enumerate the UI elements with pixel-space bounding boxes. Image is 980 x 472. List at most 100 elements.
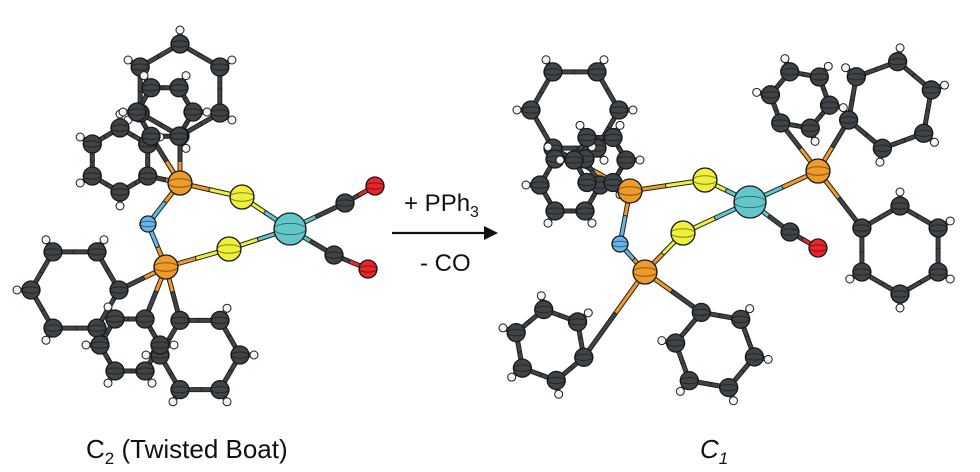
atom-ellipsoid-line bbox=[744, 353, 764, 361]
atom-ellipsoid-line bbox=[512, 364, 532, 372]
phosphorus-atom bbox=[632, 259, 658, 285]
carbon-atom bbox=[230, 345, 250, 365]
atom-ellipsoid-line bbox=[616, 156, 636, 164]
hydrogen-atom bbox=[181, 71, 191, 81]
carbon-atom bbox=[90, 335, 110, 355]
hydrogen-atom bbox=[752, 87, 762, 97]
carbon-atom bbox=[852, 218, 872, 238]
hydrogen-atom bbox=[780, 54, 790, 64]
hydrogen-atom bbox=[895, 187, 905, 197]
hydrogen-atom bbox=[838, 103, 848, 113]
hydrogen-atom bbox=[841, 63, 851, 73]
atom-ellipsoid-line bbox=[105, 367, 125, 375]
carbon-atom bbox=[839, 110, 859, 130]
hydrogen-atom bbox=[498, 323, 508, 333]
atom-ellipsoid-line bbox=[90, 341, 110, 349]
hydrogen-atom bbox=[12, 285, 22, 295]
hydrogen-atom bbox=[123, 55, 133, 65]
hydrogen-atom bbox=[940, 80, 950, 90]
atom-ellipsoid-line bbox=[577, 178, 597, 187]
atom-ellipsoid-line bbox=[805, 166, 831, 176]
atom-ellipsoid-line bbox=[617, 186, 643, 196]
atom-ellipsoid-line bbox=[210, 316, 230, 325]
carbon-atom bbox=[819, 95, 840, 115]
atom-ellipsoid-line bbox=[760, 91, 780, 99]
atom-ellipsoid-line bbox=[139, 220, 157, 228]
carbon-atom bbox=[135, 361, 155, 381]
hydrogen-atom bbox=[103, 378, 113, 388]
atom-ellipsoid-line bbox=[530, 181, 550, 189]
hydrogen-atom bbox=[583, 308, 593, 318]
atom-ellipsoid-line bbox=[127, 108, 147, 116]
hydrogen-atom bbox=[895, 43, 905, 53]
hydrogen-atom bbox=[103, 302, 113, 312]
hydrogen-atom bbox=[249, 350, 259, 360]
hydrogen-atom bbox=[635, 155, 645, 165]
hydrogen-atom bbox=[945, 274, 955, 284]
metal-atom bbox=[733, 185, 767, 219]
carbon-atom bbox=[150, 335, 170, 355]
atom-ellipsoid-line bbox=[890, 290, 910, 298]
atom-ellipsoid-line bbox=[82, 172, 102, 180]
carbon-atom bbox=[43, 242, 63, 262]
atom-ellipsoid-line bbox=[43, 248, 63, 256]
oxygen-atom bbox=[358, 259, 378, 279]
reagent-subscript: 3 bbox=[470, 203, 479, 221]
hydrogen-atom bbox=[181, 143, 191, 153]
atom-ellipsoid-line bbox=[216, 244, 242, 254]
carbon-atom bbox=[170, 310, 190, 331]
atom-ellipsoid-line bbox=[852, 268, 872, 276]
carbon-atom bbox=[846, 67, 866, 87]
atom-ellipsoid-line bbox=[110, 188, 130, 196]
phosphorus-atom bbox=[805, 158, 831, 184]
atom-ellipsoid-line bbox=[780, 68, 800, 76]
atom-ellipsoid-line bbox=[603, 133, 623, 142]
carbon-atom bbox=[138, 166, 158, 186]
atom-ellipsoid-line bbox=[574, 353, 594, 361]
atom-ellipsoid-line bbox=[670, 228, 696, 238]
phosphorus-atom bbox=[153, 254, 179, 280]
atom-layer bbox=[12, 25, 955, 407]
hydrogen-atom bbox=[512, 105, 522, 115]
carbon-atom bbox=[127, 102, 147, 122]
carbon-atom bbox=[512, 358, 533, 378]
carbon-atom bbox=[577, 127, 597, 148]
reaction-arrow bbox=[392, 226, 498, 240]
nitrogen-atom bbox=[611, 235, 629, 253]
atom-ellipsoid-line bbox=[43, 324, 63, 332]
atom-ellipsoid-line bbox=[210, 385, 230, 394]
carbon-atom bbox=[110, 182, 130, 202]
carbon-atom bbox=[183, 102, 203, 122]
atom-ellipsoid-line bbox=[109, 286, 129, 294]
hydrogen-atom bbox=[115, 201, 125, 211]
atom-ellipsoid-line bbox=[914, 129, 934, 137]
carbon-atom bbox=[110, 118, 130, 138]
carbon-atom bbox=[679, 370, 699, 391]
carbon-atom bbox=[521, 100, 541, 120]
carbon-atom bbox=[928, 262, 948, 282]
hydrogen-atom bbox=[895, 303, 905, 313]
carbon-atom bbox=[665, 333, 686, 353]
hydrogen-atom bbox=[139, 71, 149, 81]
hydrogen-atom bbox=[728, 396, 738, 406]
atom-ellipsoid-line bbox=[82, 140, 102, 148]
atom-ellipsoid-line bbox=[534, 305, 554, 314]
atom-ellipsoid-line bbox=[273, 222, 307, 236]
hydrogen-atom bbox=[41, 235, 51, 245]
atom-ellipsoid-line bbox=[839, 116, 859, 124]
hydrogen-atom bbox=[41, 335, 51, 345]
carbon-atom bbox=[780, 62, 800, 82]
hydrogen-atom bbox=[599, 55, 609, 65]
hydrogen-atom bbox=[141, 350, 151, 360]
carbon-atom bbox=[771, 113, 791, 133]
atom-ellipsoid-line bbox=[170, 385, 190, 394]
carbon-atom bbox=[210, 379, 230, 400]
reaction-arrow-head bbox=[484, 226, 498, 240]
nitrogen-atom bbox=[139, 215, 157, 233]
carbon-atom bbox=[616, 150, 636, 170]
carbon-atom bbox=[170, 379, 190, 400]
hydrogen-atom bbox=[929, 137, 939, 147]
hydrogen-atom bbox=[118, 107, 128, 117]
atom-ellipsoid-line bbox=[210, 63, 230, 71]
atom-ellipsoid-line bbox=[141, 132, 161, 140]
